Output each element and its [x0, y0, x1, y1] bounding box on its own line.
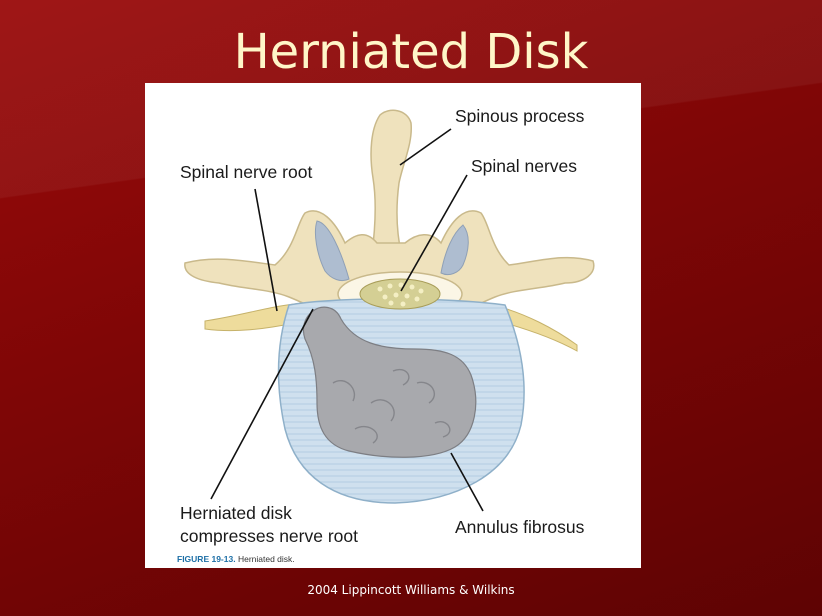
figure-caption-text: Herniated disk.: [237, 554, 295, 564]
slide-footer: 2004 Lippincott Williams & Wilkins: [307, 583, 515, 597]
vertebra-illustration: [184, 109, 595, 512]
figure-panel: Spinous process Spinal nerve root Spinal…: [145, 83, 641, 568]
label-spinal-nerve-root: Spinal nerve root: [180, 162, 313, 182]
figure-caption-number: FIGURE 19-13.: [177, 554, 236, 564]
label-annulus-fibrosus: Annulus fibrosus: [455, 517, 585, 537]
leader-lines: [210, 128, 484, 512]
label-herniated-disk-line2: compresses nerve root: [180, 526, 358, 546]
figure-caption: FIGURE 19-13. Herniated disk.: [177, 554, 295, 564]
slide-title: Herniated Disk: [233, 24, 589, 80]
label-spinal-nerves: Spinal nerves: [471, 156, 578, 176]
intervertebral-disk: [277, 278, 525, 504]
label-herniated-disk-line1: Herniated disk: [180, 503, 292, 523]
label-spinous-process: Spinous process: [455, 106, 585, 126]
